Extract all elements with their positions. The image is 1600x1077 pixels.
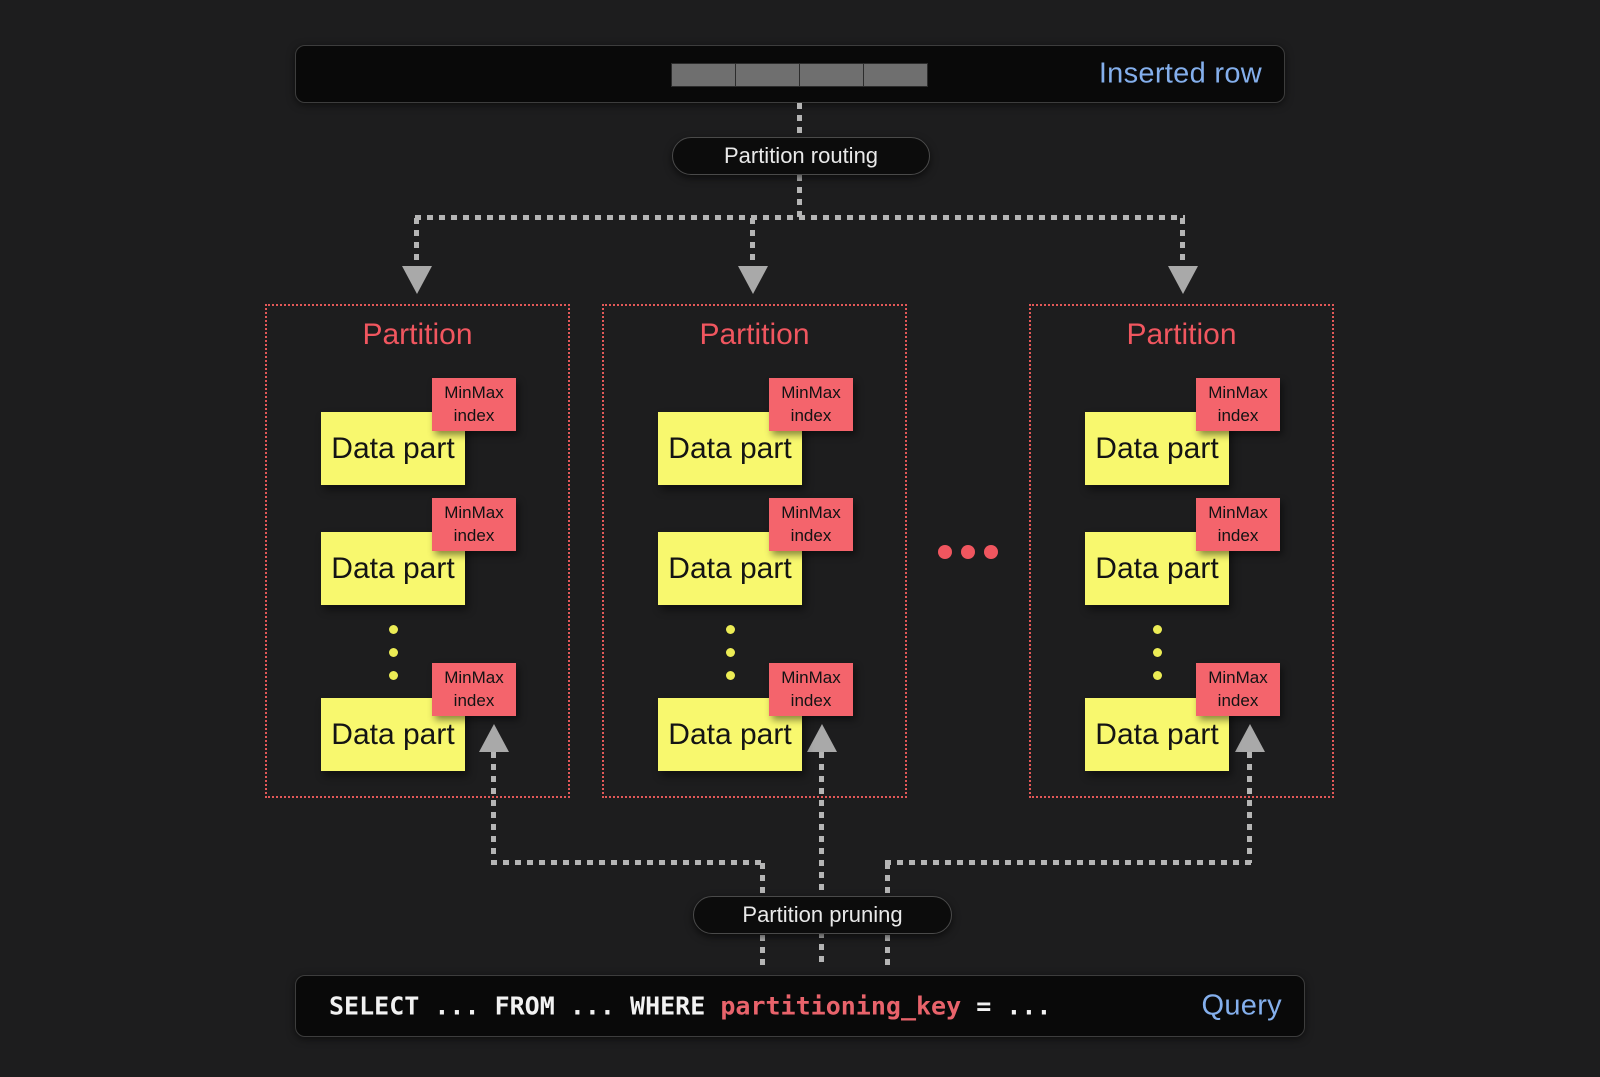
partition-box-1: Partition MinMax index Data part MinMax … [265, 304, 570, 798]
routing-branch-line [415, 215, 1185, 220]
vertical-ellipsis-icon [1152, 625, 1162, 694]
inserted-row-label: Inserted row [1098, 57, 1262, 90]
minmax-index-tag: MinMax index [769, 663, 853, 716]
data-part-box: Data part [321, 698, 465, 771]
partition-pruning-pill: Partition pruning [693, 896, 952, 934]
row-cell [799, 63, 864, 87]
row-cell [735, 63, 800, 87]
routing-drop-line-3 [1180, 218, 1185, 268]
partition-title: Partition [699, 318, 810, 351]
partition-box-3: Partition MinMax index Data part MinMax … [1029, 304, 1334, 798]
partition-pruning-label: Partition pruning [742, 902, 903, 927]
row-cell [863, 63, 928, 87]
minmax-index-tag: MinMax index [1196, 663, 1280, 716]
horizontal-ellipsis-icon [938, 545, 998, 559]
routing-drop-line-1 [414, 218, 419, 268]
vertical-ellipsis-icon [388, 625, 398, 694]
partition-routing-pill: Partition routing [672, 137, 930, 175]
pruning-line-middle [819, 752, 824, 965]
minmax-index-tag: MinMax index [1196, 498, 1280, 551]
arrow-up-icon [479, 724, 509, 752]
partition-box-2: Partition MinMax index Data part MinMax … [602, 304, 907, 798]
arrow-down-icon [402, 266, 432, 294]
minmax-index-tag: MinMax index [769, 378, 853, 431]
data-part-box: Data part [1085, 412, 1229, 485]
query-box: SELECT ... FROM ... WHERE partitioning_k… [295, 975, 1305, 1037]
arrow-up-icon [807, 724, 837, 752]
arrow-up-icon [1235, 724, 1265, 752]
minmax-index-tag: MinMax index [432, 663, 516, 716]
partition-routing-label: Partition routing [723, 143, 879, 168]
pruning-line-left-horizontal [491, 860, 766, 865]
query-partitioning-key: partitioning_key [720, 991, 962, 1021]
pruning-line-left-up [491, 752, 496, 863]
pruning-line-right-horizontal [885, 860, 1253, 865]
routing-drop-line-2 [750, 218, 755, 268]
minmax-index-tag: MinMax index [769, 498, 853, 551]
vertical-ellipsis-icon [725, 625, 735, 694]
arrow-down-icon [1168, 266, 1198, 294]
query-sql-text: SELECT ... FROM ... WHERE partitioning_k… [329, 992, 1051, 1021]
query-sql-prefix: SELECT ... FROM ... WHERE [329, 991, 721, 1021]
inserted-row-cells-icon [671, 63, 928, 87]
query-sql-suffix: = ... [961, 991, 1052, 1021]
partition-title: Partition [1126, 318, 1237, 351]
minmax-index-tag: MinMax index [432, 378, 516, 431]
minmax-index-tag: MinMax index [1196, 378, 1280, 431]
inserted-row-box: Inserted row [295, 45, 1285, 103]
pruning-line-right-up [1247, 752, 1252, 863]
minmax-index-tag: MinMax index [432, 498, 516, 551]
row-cell [671, 63, 736, 87]
partition-title: Partition [362, 318, 473, 351]
query-label: Query [1201, 989, 1282, 1022]
arrow-down-icon [738, 266, 768, 294]
